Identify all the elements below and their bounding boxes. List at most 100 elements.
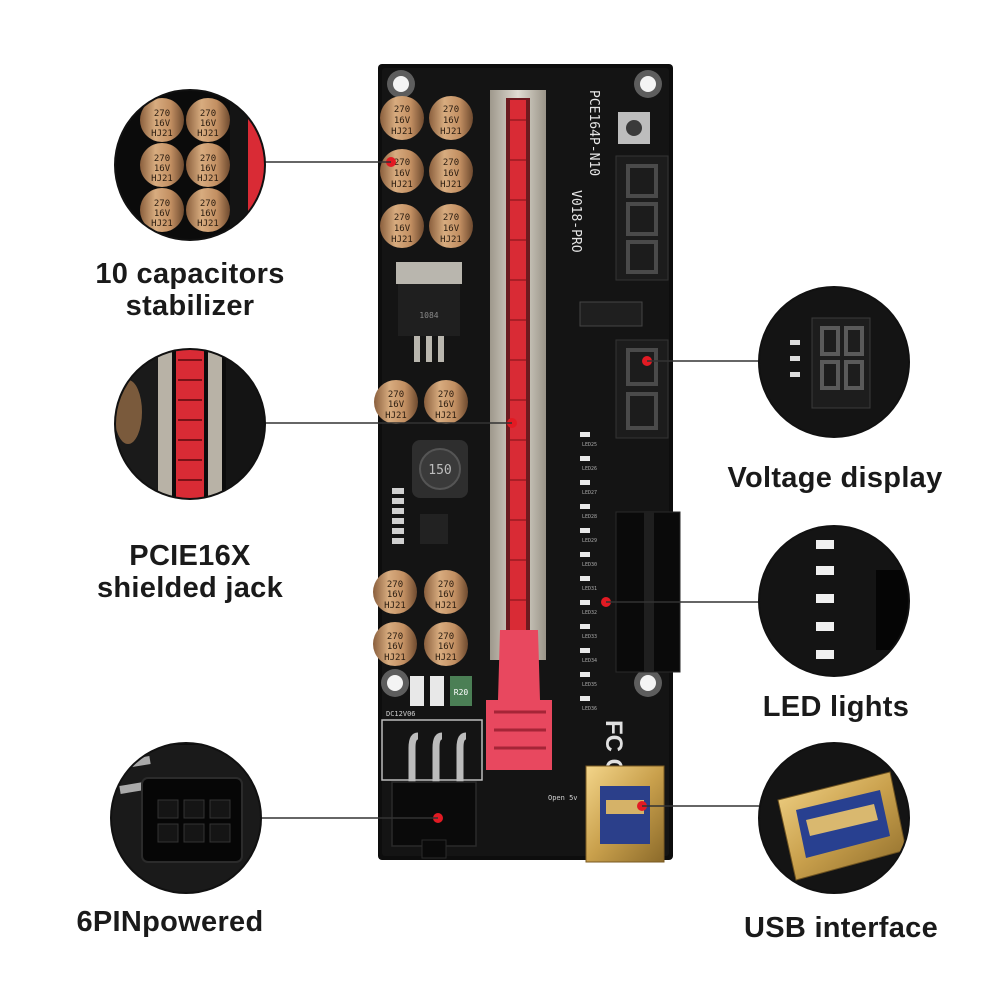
model-text-group: PCE164P-N10 V018-PRO	[568, 90, 601, 253]
callout-capacitors: 270 270 270 270 270 270 16V 16V 16V 16V …	[114, 89, 266, 241]
cap-text: 16V	[388, 400, 405, 410]
voltage-regulator: 1084	[396, 262, 462, 362]
cap-text: HJ21	[391, 127, 413, 137]
cap-text: HJ21	[440, 127, 462, 137]
led-label: LED27	[582, 490, 597, 496]
label-power-text: 6PINpowered	[76, 906, 264, 938]
cap-text: 270	[154, 109, 170, 119]
label-capacitors-line1: 10 capacitors	[95, 258, 285, 290]
cap-text: 16V	[438, 590, 455, 600]
led-label: LED36	[582, 706, 597, 712]
cap-text: 16V	[200, 119, 217, 129]
cap-text: 16V	[200, 209, 217, 219]
led-label: LED29	[582, 538, 597, 544]
capacitor-group-bottom: 270 270 270 270 16V 16V 16V 16V HJ21 HJ2…	[373, 570, 468, 666]
callout-pcie	[114, 348, 266, 500]
cap-text: HJ21	[197, 219, 219, 229]
version-text: V018-PRO	[568, 190, 583, 253]
led-label: LED30	[582, 562, 597, 568]
label-voltage: Voltage display	[700, 462, 970, 494]
cap-text: HJ21	[391, 235, 413, 245]
label-led-text: LED lights	[762, 691, 910, 723]
cap-text: 270	[394, 105, 410, 115]
usb-label-text: Open 5v	[548, 794, 578, 802]
push-button	[618, 112, 650, 144]
label-voltage-text: Voltage display	[727, 462, 943, 494]
regulator-text: 1084	[419, 311, 438, 320]
cap-text: HJ21	[435, 411, 457, 421]
callout-power	[110, 742, 262, 894]
inductor-text: 150	[428, 463, 451, 478]
led-label: LED31	[582, 586, 597, 592]
mounting-hole	[381, 70, 662, 697]
side-connector-divider	[644, 512, 654, 672]
cap-text: 16V	[394, 116, 411, 126]
cap-text: 270	[443, 105, 459, 115]
cap-text: 270	[388, 390, 404, 400]
cap-text: HJ21	[391, 180, 413, 190]
cap-text: 16V	[154, 119, 171, 129]
cap-text: 270	[200, 199, 216, 209]
riser-board: 270 270 270 270 270 270 16V 16V 16V 16V …	[373, 64, 681, 863]
cap-text: 270	[387, 632, 403, 642]
pcie-slot	[486, 90, 552, 770]
cap-text: 270	[154, 154, 170, 164]
cap-text: HJ21	[197, 174, 219, 184]
label-pcie-line1: PCIE16X	[129, 540, 251, 572]
cap-text: HJ21	[384, 601, 406, 611]
led-label: LED28	[582, 514, 597, 520]
cap-text: HJ21	[151, 174, 173, 184]
cap-text: HJ21	[384, 653, 406, 663]
label-usb-text: USB interface	[743, 912, 939, 944]
cap-text: 270	[200, 154, 216, 164]
label-led: LED lights	[716, 691, 956, 723]
fuse-area: R20 DC12V06	[386, 676, 472, 718]
smd-pads	[392, 488, 404, 544]
cap-text: HJ21	[435, 653, 457, 663]
callout-usb	[758, 742, 910, 894]
cap-text: HJ21	[197, 129, 219, 139]
ic-chip-row	[579, 301, 643, 327]
cap-text: 270	[438, 580, 454, 590]
cap-text: 16V	[394, 224, 411, 234]
led-label: LED35	[582, 682, 597, 688]
cap-text: 270	[200, 109, 216, 119]
label-usb: USB interface	[716, 912, 966, 944]
led-column: LED25 LED26 LED27 LED28 LED29 LED30 LED3…	[580, 432, 597, 712]
power-label-text: DC12V06	[386, 710, 416, 718]
cap-text: HJ21	[440, 180, 462, 190]
cap-text: 16V	[387, 590, 404, 600]
cap-text: 270	[443, 158, 459, 168]
capacitor-group-middle: 270 270 16V 16V HJ21 HJ21	[374, 380, 468, 424]
cap-text: HJ21	[440, 235, 462, 245]
led-label: LED34	[582, 658, 597, 664]
cap-text: 16V	[438, 400, 455, 410]
cap-text: 16V	[443, 224, 460, 234]
cap-text: 16V	[154, 209, 171, 219]
cap-text: 270	[438, 632, 454, 642]
cap-text: HJ21	[385, 411, 407, 421]
led-label: LED33	[582, 634, 597, 640]
cap-text: 270	[394, 158, 410, 168]
cap-text: HJ21	[151, 129, 173, 139]
label-power: 6PINpowered	[50, 906, 290, 938]
inductor: 150	[412, 440, 468, 498]
cap-text: HJ21	[435, 601, 457, 611]
cap-text: 270	[154, 199, 170, 209]
cap-text: 270	[438, 390, 454, 400]
cap-text: 16V	[387, 642, 404, 652]
usb-port: Open 5v	[548, 765, 665, 863]
cap-text: 16V	[438, 642, 455, 652]
callout-voltage	[758, 286, 910, 438]
cap-text: 270	[387, 580, 403, 590]
cap-text: HJ21	[151, 219, 173, 229]
led-label: LED26	[582, 466, 597, 472]
display-top	[615, 155, 669, 281]
cap-text: 16V	[394, 169, 411, 179]
six-pin-connector	[381, 719, 483, 859]
led-label: LED32	[582, 610, 597, 616]
fuse-text: R20	[454, 688, 469, 697]
cap-text: 16V	[200, 164, 217, 174]
cap-text: 270	[443, 213, 459, 223]
